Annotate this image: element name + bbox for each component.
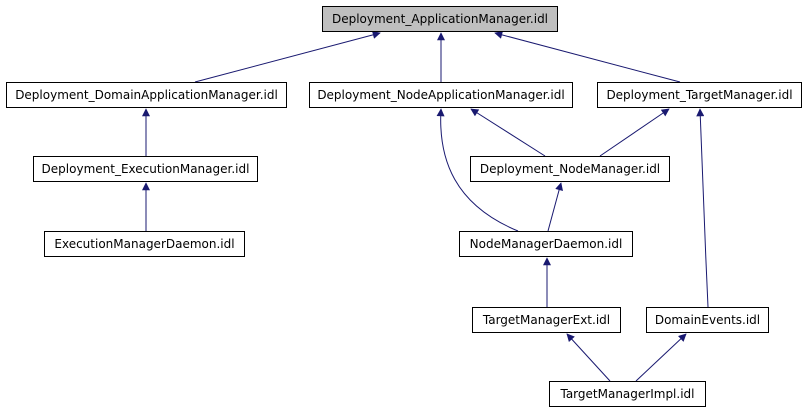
node-label: Deployment_ExecutionManager.idl [41, 162, 250, 176]
node-execd[interactable]: ExecutionManagerDaemon.idl [44, 231, 245, 257]
node-label: Deployment_NodeManager.idl [479, 162, 661, 176]
edge-tmimpl-to-domev [635, 333, 687, 382]
node-app[interactable]: Deployment_ApplicationManager.idl [322, 6, 558, 32]
node-label: Deployment_ApplicationManager.idl [331, 12, 549, 26]
node-label: ExecutionManagerDaemon.idl [54, 237, 235, 251]
edge-tmimpl-to-tmext [566, 333, 611, 382]
edge-nodemgr-to-target [599, 108, 670, 157]
edge-nodemgrd-to-nodemgr [547, 182, 563, 232]
edge-nodemgr-to-nodeapp [470, 108, 546, 157]
node-domainapp[interactable]: Deployment_DomainApplicationManager.idl [6, 82, 287, 108]
node-label: Deployment_DomainApplicationManager.idl [15, 88, 278, 102]
node-label: Deployment_NodeApplicationManager.idl [317, 88, 565, 102]
node-label: Deployment_TargetManager.idl [606, 88, 793, 102]
node-exec[interactable]: Deployment_ExecutionManager.idl [33, 156, 258, 182]
node-nodeapp[interactable]: Deployment_NodeApplicationManager.idl [309, 82, 573, 108]
node-tmimpl[interactable]: TargetManagerImpl.idl [549, 381, 706, 407]
node-target[interactable]: Deployment_TargetManager.idl [597, 82, 802, 108]
node-label: DomainEvents.idl [654, 313, 761, 327]
edge-domev-to-target [696, 108, 709, 308]
node-nodemgr[interactable]: Deployment_NodeManager.idl [470, 156, 670, 182]
edge-domainapp-to-app [194, 30, 381, 83]
node-nodemgrd[interactable]: NodeManagerDaemon.idl [459, 231, 633, 257]
node-label: TargetManagerExt.idl [482, 313, 611, 327]
node-label: TargetManagerImpl.idl [560, 387, 695, 401]
node-domev[interactable]: DomainEvents.idl [646, 307, 769, 333]
node-tmext[interactable]: TargetManagerExt.idl [472, 307, 621, 333]
edge-target-to-app [494, 30, 681, 83]
node-label: NodeManagerDaemon.idl [469, 237, 623, 251]
edge-nodemgrd-to-nodeapp [436, 108, 519, 232]
